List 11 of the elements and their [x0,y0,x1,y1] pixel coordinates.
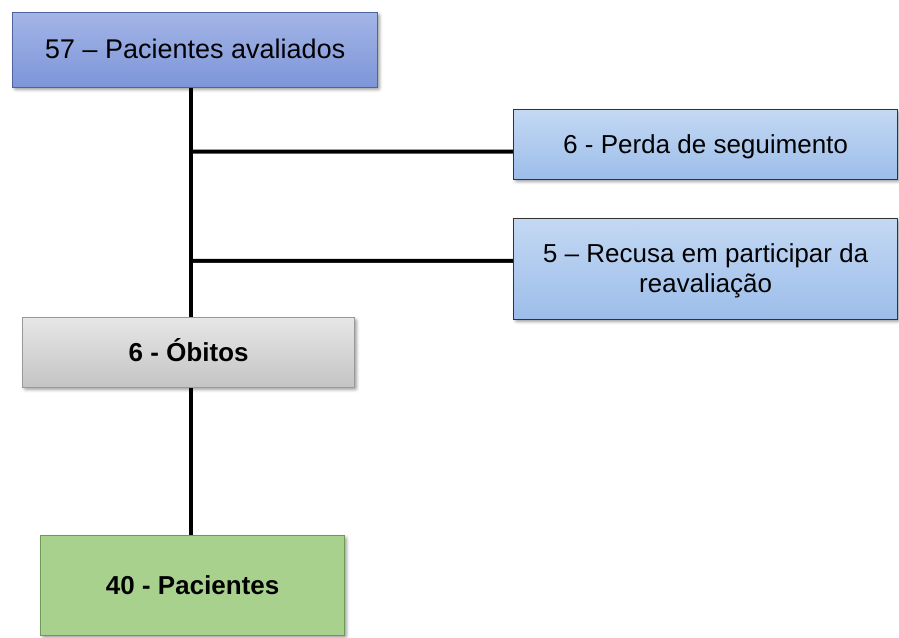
start-box [12,12,378,88]
result-box [40,535,345,636]
node-label: 57 – Pacientes avaliados [44,34,346,66]
exclusion-box [513,218,898,320]
exclusion-box [513,109,898,180]
connector-line [189,388,193,535]
process-box [22,317,355,388]
node-label: 6 - Perda de seguimento [563,130,848,160]
node-label: 40 - Pacientes [106,570,280,600]
node-label: 5 – Recusa em participar da reavaliação [542,239,870,299]
node-label: 6 - Óbitos [128,338,248,368]
